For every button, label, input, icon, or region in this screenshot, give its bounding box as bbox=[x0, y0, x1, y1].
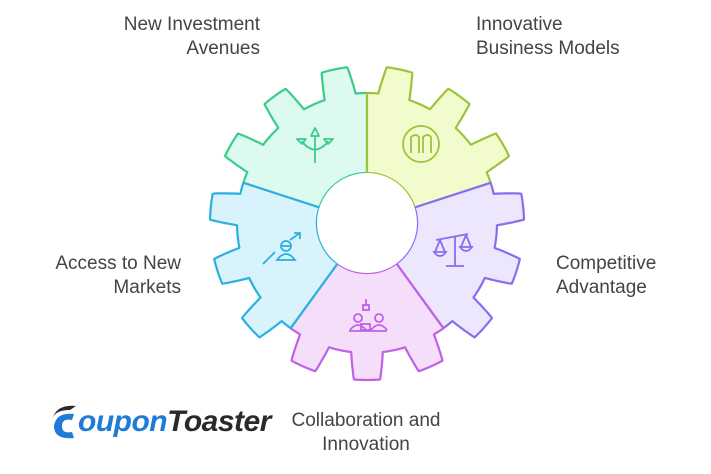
logo-c-swoosh-icon bbox=[52, 405, 76, 439]
gear-segment-access-to-new-markets bbox=[208, 181, 339, 339]
balance-scale-icon bbox=[432, 233, 474, 267]
model-circle-icon bbox=[402, 125, 440, 163]
gear-hub bbox=[317, 173, 417, 273]
label-innovative-business-models: Innovative Business Models bbox=[476, 13, 620, 61]
gear-segment-new-investment-avenues bbox=[223, 66, 369, 209]
person-growth-icon bbox=[262, 232, 301, 265]
label-line: Innovation bbox=[322, 434, 410, 455]
label-line: Innovative bbox=[476, 14, 563, 35]
team-collaboration-icon bbox=[349, 299, 388, 332]
label-collaboration-and-innovation: Collaboration and Innovation bbox=[246, 409, 486, 457]
label-line: Collaboration and bbox=[291, 410, 441, 431]
gear-segment-competitive-advantage bbox=[395, 181, 526, 339]
logo-text-coupon: oupon bbox=[78, 405, 168, 438]
label-line: Access to New bbox=[55, 253, 181, 274]
gear-segment-collaboration-and-innovation bbox=[289, 262, 445, 382]
label-line: Competitive bbox=[556, 253, 657, 274]
label-line: Advantage bbox=[556, 277, 647, 298]
label-access-to-new-markets: Access to New Markets bbox=[55, 252, 181, 300]
label-line: Business Models bbox=[476, 38, 620, 59]
label-competitive-advantage: Competitive Advantage bbox=[556, 252, 656, 300]
coupontoaster-logo: oupon Toaster bbox=[48, 398, 271, 446]
logo-text-toaster: Toaster bbox=[167, 405, 271, 438]
label-line: Markets bbox=[113, 277, 181, 298]
label-line: New Investment bbox=[123, 14, 260, 35]
label-new-investment-avenues: New Investment Avenues bbox=[124, 13, 260, 61]
label-line: Avenues bbox=[186, 38, 260, 59]
branching-arrows-icon bbox=[296, 127, 334, 163]
